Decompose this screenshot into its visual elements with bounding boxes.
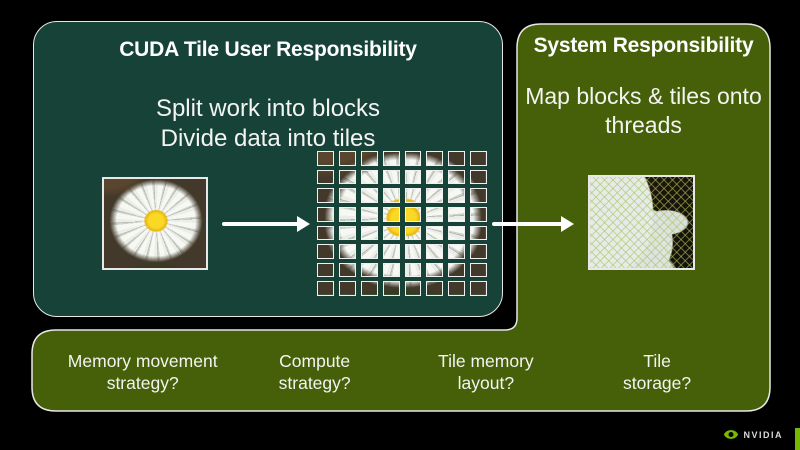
nvidia-wordmark: NVIDIA [743,429,783,440]
green-accent-strip [795,428,800,450]
question-line: Memory movement [67,351,218,371]
cuda-user-panel: CUDA Tile User Responsibility Split work… [33,21,503,317]
question-tile-storage: Tile storage? [623,350,691,394]
question-tile-memory: Tile memory layout? [438,350,534,394]
question-memory-movement: Memory movement strategy? [68,350,218,394]
question-line: storage? [623,373,692,393]
cuda-user-panel-body: Split work into blocks Divide data into … [34,94,502,154]
question-line: Tile [643,351,671,371]
question-line: Compute [279,351,351,371]
question-line: Tile memory [438,351,534,371]
body-line: threads [605,112,682,138]
cuda-user-panel-title: CUDA Tile User Responsibility [119,38,417,61]
nvidia-logo: NVIDIA [723,429,783,440]
system-panel-body: Map blocks & tiles onto threads [517,82,770,140]
body-line: Divide data into tiles [160,125,376,152]
question-compute: Compute strategy? [279,350,351,394]
question-line: layout? [457,373,515,393]
strategy-questions-bar: Memory movement strategy? Compute strate… [32,330,770,411]
system-panel: System Responsibility Map blocks & tiles… [517,24,770,140]
system-panel-title: System Responsibility [533,34,754,57]
body-line: Split work into blocks [155,95,381,122]
question-line: strategy? [278,373,351,393]
nvidia-eye-icon [724,430,739,439]
body-line: Map blocks & tiles onto [525,83,762,109]
question-line: strategy? [106,373,179,393]
